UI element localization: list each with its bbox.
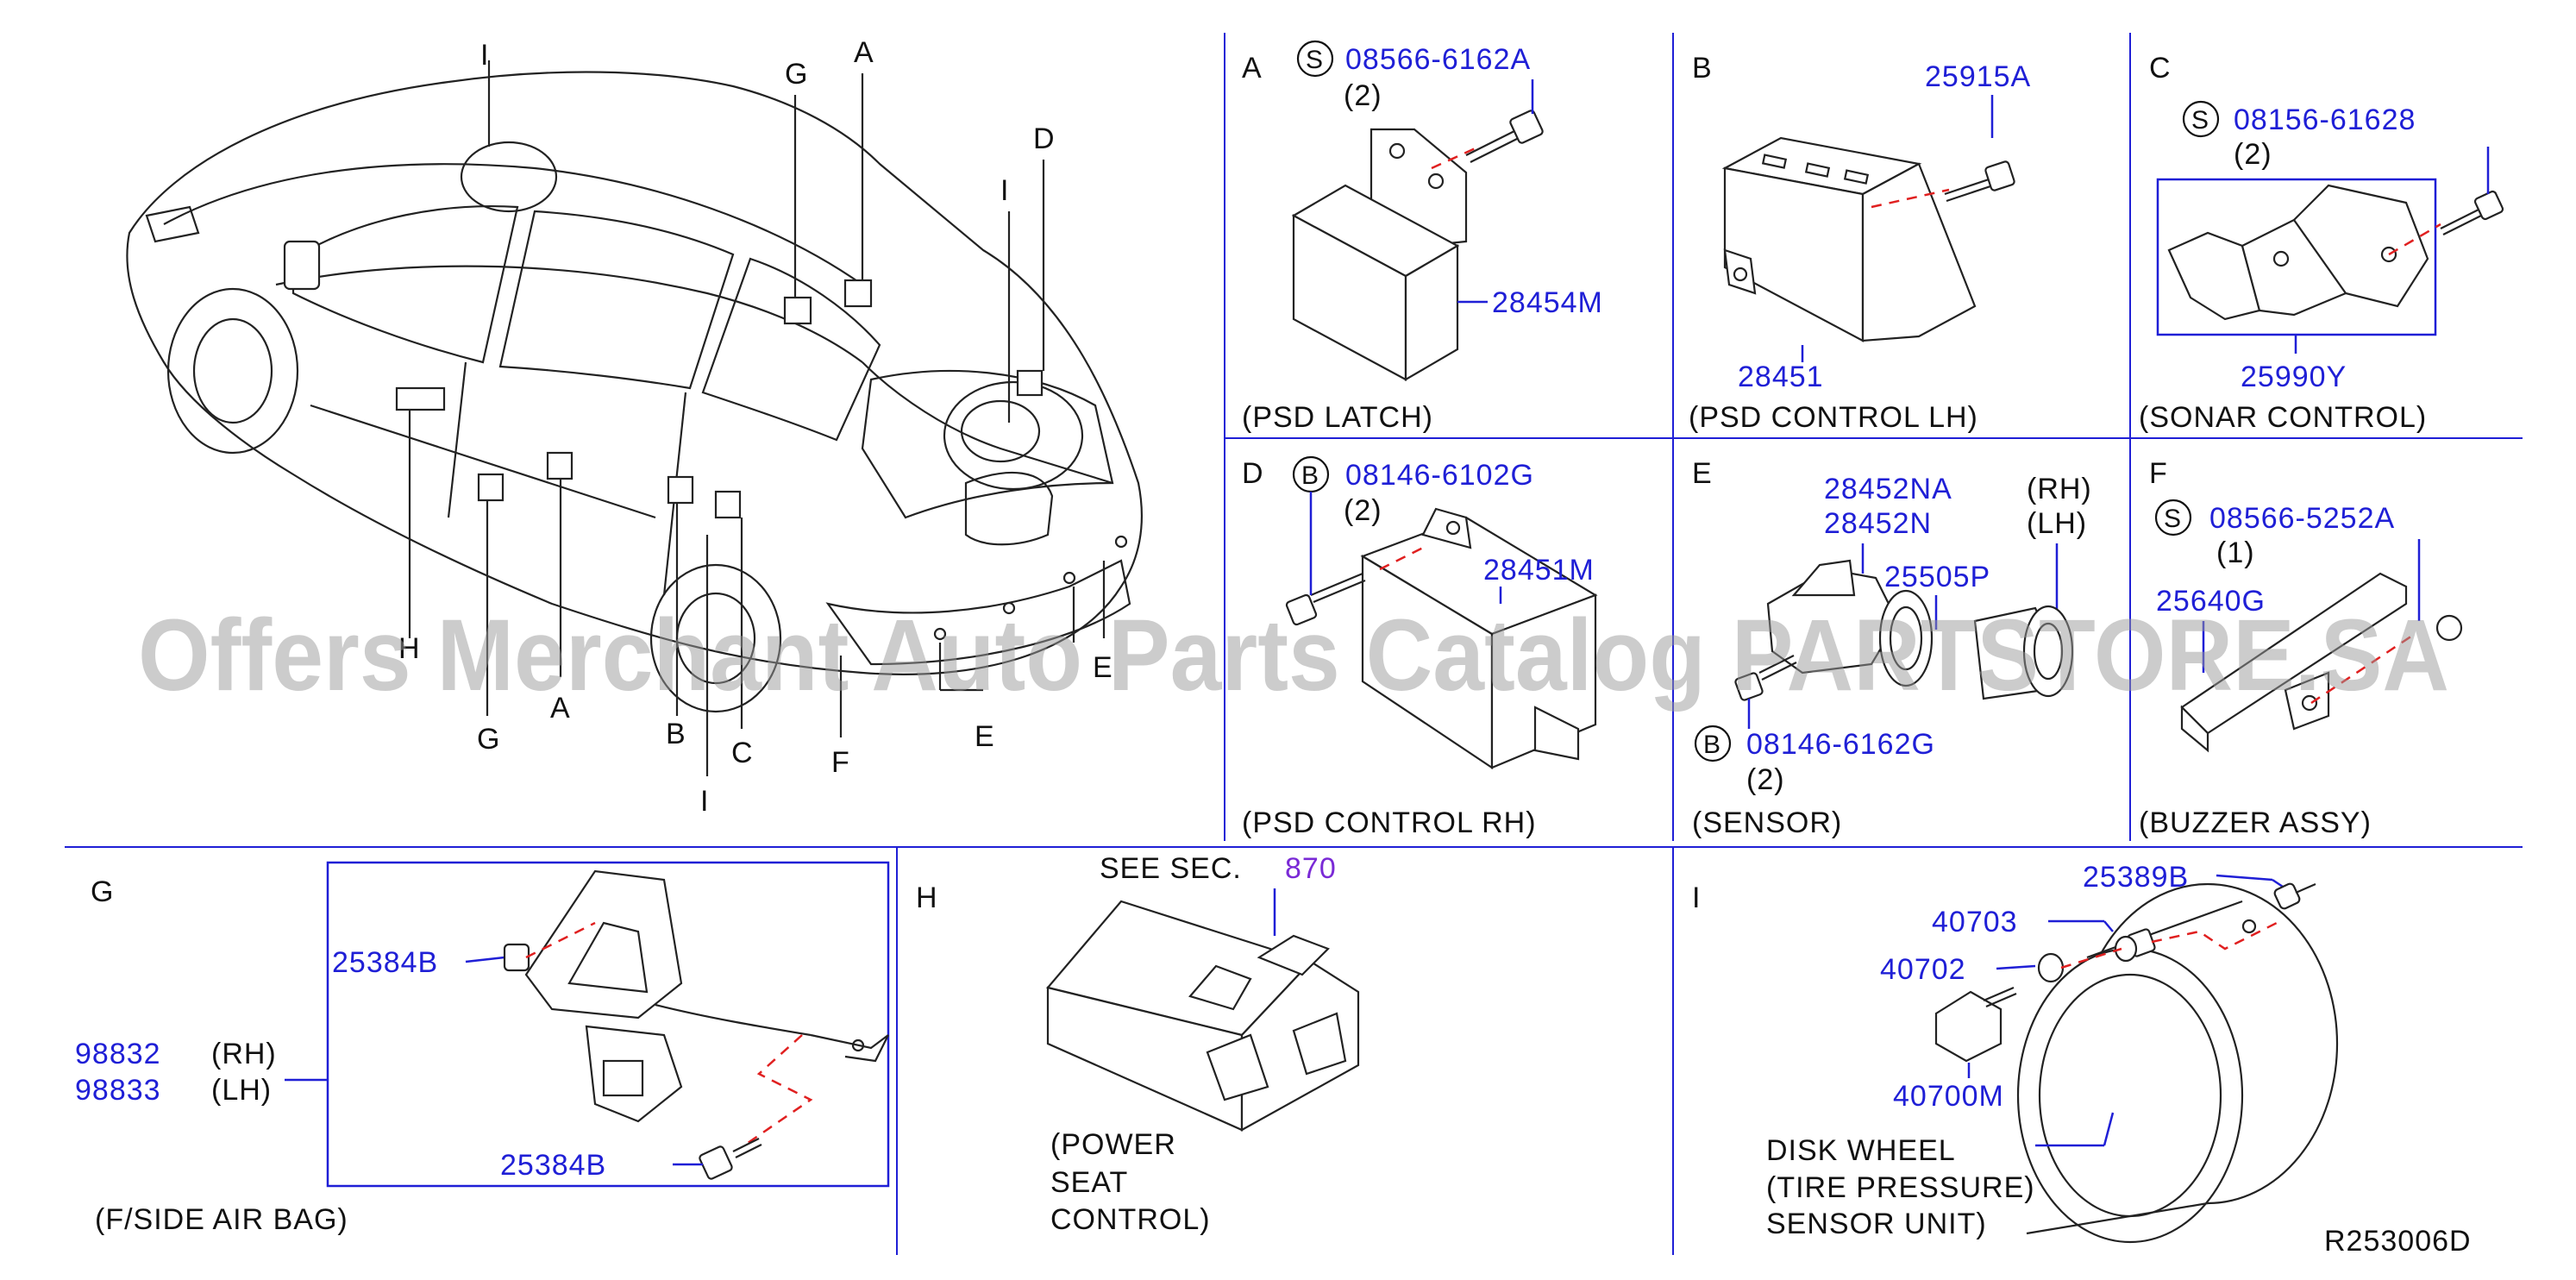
callout-b: B (666, 718, 686, 750)
panel-h-caption-1: (POWER (1050, 1128, 1176, 1161)
panel-e-pn-na[interactable]: 28452NA (1824, 473, 1952, 505)
panel-i-tire-pressure: I 25389B 40703 40702 40700M DISK WHEEL ( (1692, 861, 2339, 1244)
panel-h-letter: H (916, 882, 938, 914)
panel-f-caption: (BUZZER ASSY) (2139, 806, 2372, 839)
panel-c-part-pn[interactable]: 25990Y (2241, 361, 2347, 393)
callout-h: H (398, 632, 421, 665)
panel-e-rh: (RH) (2027, 473, 2092, 505)
panel-g-lh: (LH) (211, 1074, 272, 1107)
panel-b-psd-control-lh: B 25915A 28451 (PSD CONTROL LH) (1689, 52, 2031, 434)
callout-e-bottom: E (975, 720, 995, 753)
panel-c-sonar-control: C S 08156-61628 (2) 25990Y (SONAR CONTRO… (2139, 52, 2504, 434)
panel-g-nut-pn[interactable]: 25384B (332, 946, 438, 979)
callout-a-bottom: A (550, 692, 571, 725)
panel-h-see-sec: SEE SEC. (1100, 852, 1242, 885)
callout-g-top: G (785, 58, 808, 91)
panel-i-caption-3: SENSOR UNIT) (1766, 1208, 1987, 1240)
panel-f-screw-qty: (1) (2216, 536, 2255, 569)
panel-g-caption: (F/SIDE AIR BAG) (95, 1203, 348, 1236)
panel-g-rh: (RH) (211, 1038, 277, 1070)
panel-i-caption-2: (TIRE PRESSURE) (1766, 1171, 2035, 1204)
panel-f-screw-type: S (2164, 505, 2181, 533)
panel-c-screw-pn[interactable]: 08156-61628 (2234, 104, 2416, 136)
panel-h-caption-3: CONTROL) (1050, 1203, 1211, 1236)
panel-d-screw-type: B (1301, 461, 1319, 490)
callout-c: C (731, 737, 754, 769)
panel-a-caption: (PSD LATCH) (1242, 401, 1433, 434)
panel-f-letter: F (2149, 457, 2168, 490)
panel-e-sensor: E 28452NA 28452N (RH) (LH) 25505P B 0814… (1692, 457, 2092, 839)
panel-i-valve-pn[interactable]: 25389B (2083, 861, 2189, 894)
vehicle-overview: I G A D I H G A B I C F E E (126, 36, 1144, 818)
panel-i-caption-1: DISK WHEEL (1766, 1134, 1956, 1167)
panel-a-part-pn[interactable]: 28454M (1492, 286, 1603, 319)
panel-d-psd-control-rh: D B 08146-6102G (2) 28451M (PSD CONTROL … (1242, 455, 1598, 839)
panel-g-bolt-pn[interactable]: 25384B (500, 1149, 606, 1182)
callout-i-bottom: I (700, 785, 709, 818)
callout-d-top: D (1033, 122, 1056, 155)
callout-e-right: E (1093, 651, 1113, 684)
panel-f-part-pn[interactable]: 25640G (2156, 585, 2266, 618)
panel-i-washer-pn[interactable]: 40702 (1880, 953, 1966, 986)
panel-i-nut-pn[interactable]: 40703 (1932, 906, 2018, 938)
panel-b-screw-pn[interactable]: 25915A (1925, 60, 2031, 93)
panel-i-sensor-pn[interactable]: 40700M (1893, 1080, 2004, 1113)
panel-b-part-pn[interactable]: 28451 (1738, 361, 1824, 393)
callout-g-bottom: G (477, 723, 500, 756)
panel-a-screw-pn[interactable]: 08566-6162A (1345, 43, 1531, 76)
panel-h-power-seat-control: H SEE SEC. 870 (POWER SEAT CONTROL) (916, 852, 1360, 1236)
callout-i-rear: I (1000, 174, 1009, 207)
panel-a-letter: A (1242, 52, 1263, 85)
panel-d-caption: (PSD CONTROL RH) (1242, 806, 1537, 839)
panel-h-sec-link[interactable]: 870 (1285, 852, 1337, 885)
drawing-code: R253006D (2324, 1225, 2472, 1258)
panel-g-pn-lh[interactable]: 98833 (75, 1074, 161, 1107)
panel-d-letter: D (1242, 457, 1264, 490)
panel-i-letter: I (1692, 882, 1701, 914)
panel-d-screw-qty: (2) (1344, 494, 1382, 527)
panel-e-lh: (LH) (2027, 507, 2087, 540)
panel-f-screw-pn[interactable]: 08566-5252A (2209, 502, 2395, 535)
panel-g-letter: G (91, 875, 114, 908)
panel-g-pn-rh[interactable]: 98832 (75, 1038, 161, 1070)
panel-a-psd-latch: A S 08566-6162A (2) 28454M (PSD LATCH) (1242, 40, 1603, 434)
panel-e-pn-n[interactable]: 28452N (1824, 507, 1932, 540)
callout-f: F (831, 746, 850, 779)
panel-a-screw-qty: (2) (1344, 79, 1382, 112)
panel-grid (65, 33, 2523, 1255)
callout-a-top: A (854, 36, 874, 69)
panel-g-side-air-bag: G 25384B 25384B 98832 (RH) 98833 (LH) (F… (75, 861, 890, 1236)
panel-e-letter: E (1692, 457, 1713, 490)
watermark: Offers Merchant Auto Parts Catalog PARTS… (138, 599, 2449, 712)
panel-b-caption: (PSD CONTROL LH) (1689, 401, 1978, 434)
panel-e-screw-pn[interactable]: 08146-6162G (1746, 728, 1935, 761)
callout-i-top: I (480, 39, 489, 72)
panel-e-screw-type: B (1703, 731, 1720, 759)
panel-d-screw-pn[interactable]: 08146-6102G (1345, 459, 1534, 492)
panel-c-screw-qty: (2) (2234, 138, 2272, 171)
panel-e-pn-sensor[interactable]: 25505P (1884, 561, 1990, 593)
panel-c-letter: C (2149, 52, 2172, 85)
panel-f-buzzer: F S 08566-5252A (1) 25640G (BUZZER ASSY) (2139, 457, 2463, 839)
panel-e-caption: (SENSOR) (1692, 806, 1842, 839)
panel-c-screw-type: S (2191, 106, 2209, 135)
panel-d-part-pn[interactable]: 28451M (1483, 554, 1595, 587)
panel-c-caption: (SONAR CONTROL) (2139, 401, 2427, 434)
panel-b-letter: B (1692, 52, 1713, 85)
panel-a-screw-type: S (1306, 46, 1323, 74)
panel-h-caption-2: SEAT (1050, 1166, 1128, 1199)
panel-e-screw-qty: (2) (1746, 763, 1785, 796)
